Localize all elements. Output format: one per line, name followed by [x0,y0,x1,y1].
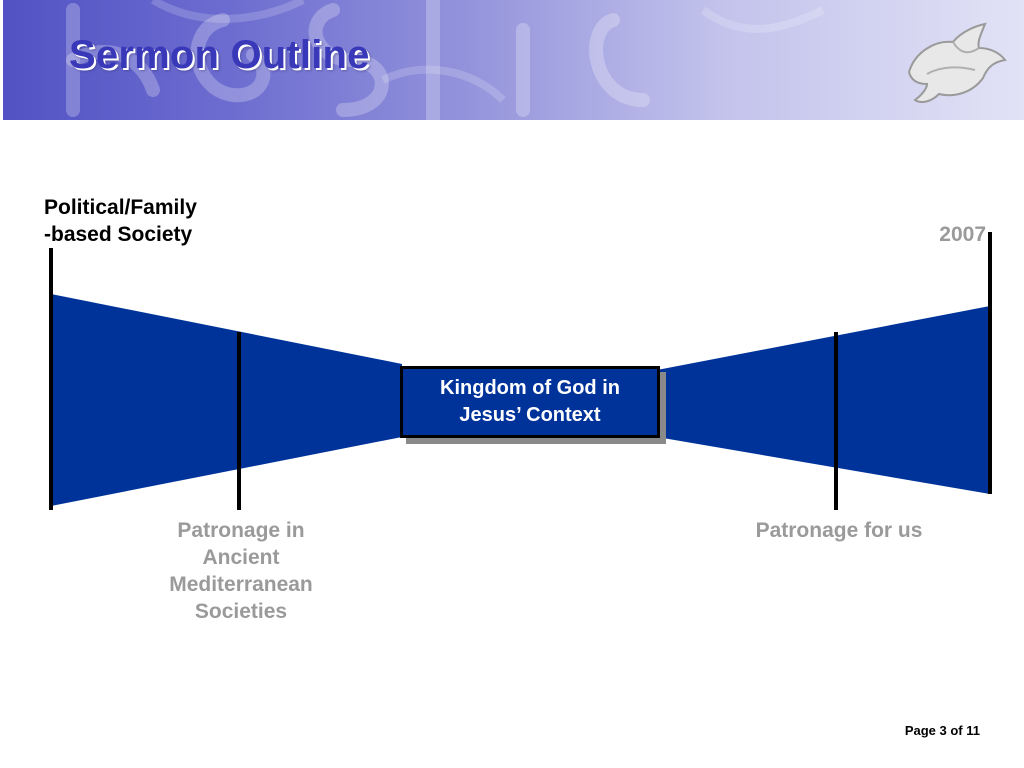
slide-title: Sermon Outline [69,33,370,77]
center-box-text: Kingdom of God in Jesus’ Context [440,375,620,429]
left-era-label-line1: Political/Family [44,196,197,219]
year-label: 2007 [939,223,986,246]
left-era-label-line2: -based Society [44,223,193,246]
center-box-line1: Kingdom of God in [440,377,620,399]
dove-icon [907,22,1007,103]
ancient-patronage-line: Societies [194,600,288,623]
left-funnel-shape [51,294,402,506]
banner-watermark-art [66,0,825,120]
modern-patronage-label: Patronage for us [755,519,923,542]
center-box: Kingdom of God in Jesus’ Context [400,366,660,438]
ancient-patronage-line: Patronage in [177,519,305,542]
page-number: Page 3 of 11 [904,723,980,738]
right-funnel-shape [657,306,990,494]
ancient-patronage-line: Ancient [202,546,280,569]
ancient-patronage-label: Patronage in Ancient Mediterranean Socie… [141,517,341,625]
ancient-patronage-line: Mediterranean [169,573,313,596]
header-banner: Sermon Outline [3,0,1024,120]
center-box-line2: Jesus’ Context [459,404,601,426]
left-era-label: Political/Family -based Society [44,194,274,248]
